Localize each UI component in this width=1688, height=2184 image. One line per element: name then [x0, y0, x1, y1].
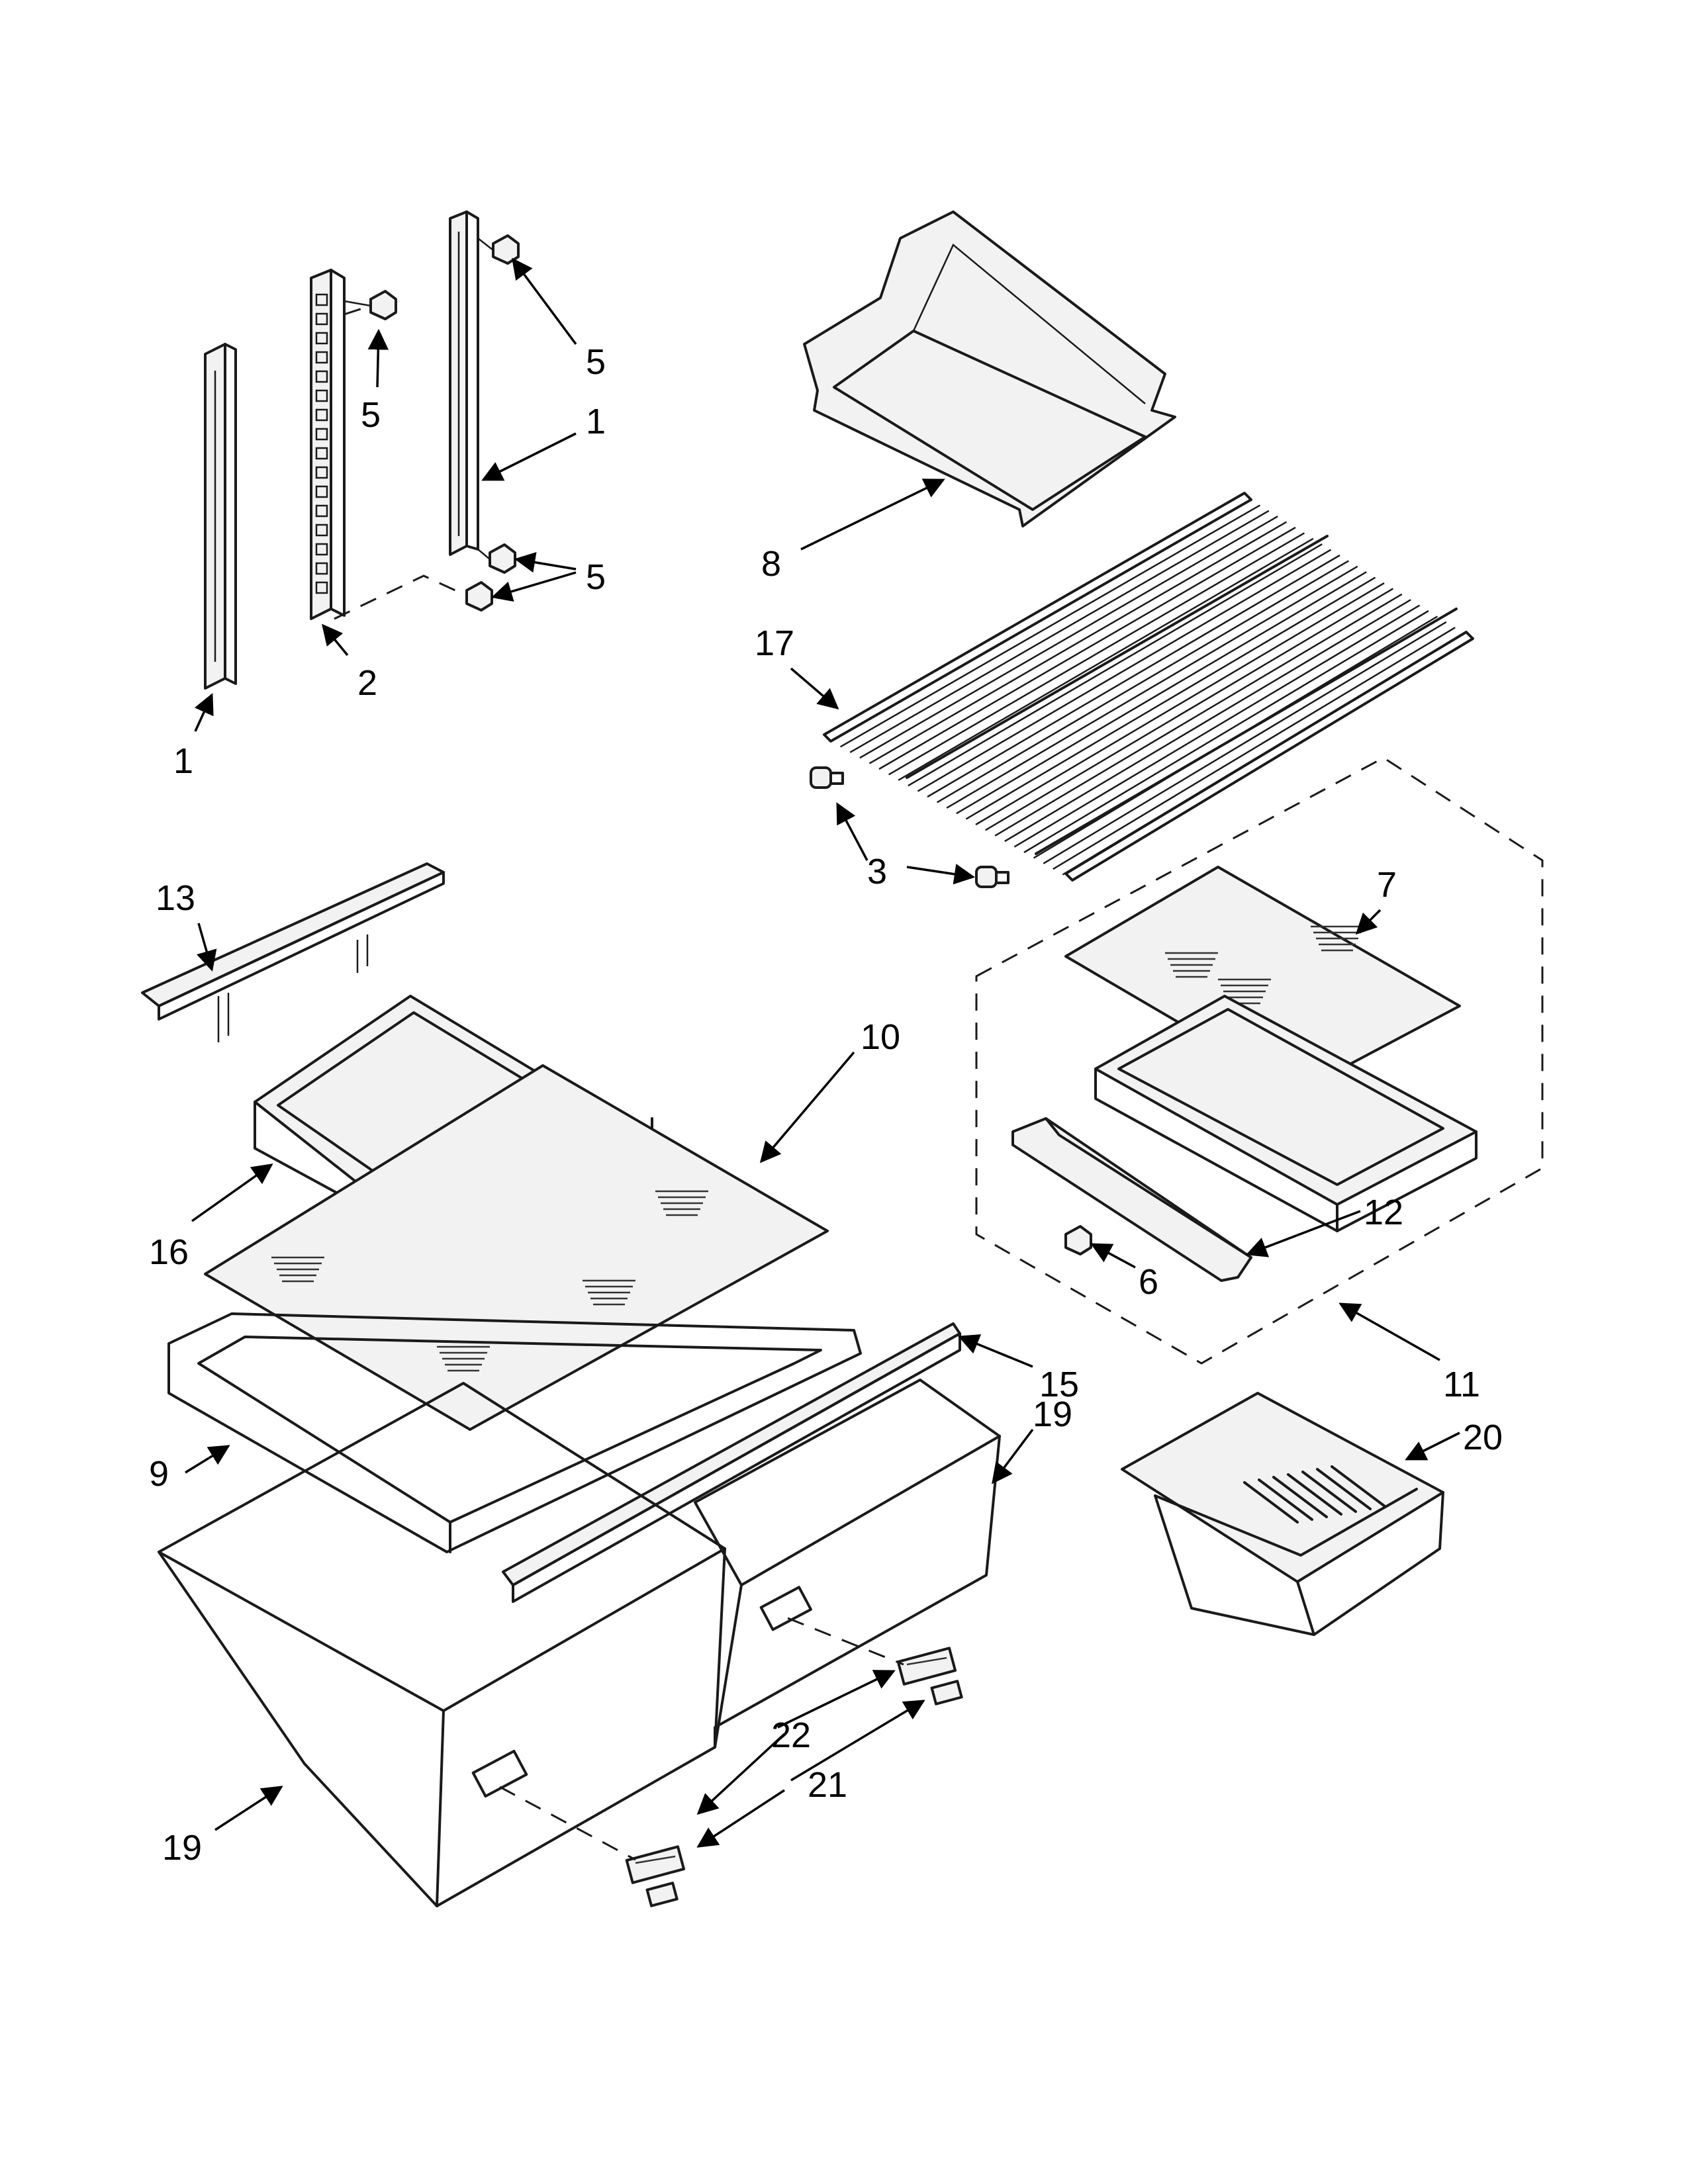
callout-label-20: 20: [1463, 1418, 1503, 1457]
shelf-pegs: [810, 766, 1009, 888]
shelf-frame-small: [1094, 995, 1477, 1232]
callout-label-1: 1: [173, 741, 193, 781]
screw-icon: [477, 234, 520, 265]
callout-leaders: [185, 257, 1460, 1848]
callout-label-19: 19: [1033, 1394, 1072, 1434]
clip-icon: [645, 1882, 679, 1907]
shelf-support-rail-left: [204, 343, 237, 690]
crisper-cover-frame: [167, 1312, 862, 1553]
callout-label-11: 10: [861, 1017, 900, 1057]
peg-icon: [975, 866, 1009, 888]
screw-icon: [465, 581, 493, 612]
drawer-clips: [499, 1617, 963, 1907]
callout-label-21: 21: [808, 1765, 847, 1805]
callout-label-3: 3: [867, 852, 887, 891]
screw-icon: [344, 290, 397, 320]
peg-icon: [810, 766, 844, 789]
callout-label-6: 6: [1139, 1262, 1158, 1302]
small-drawer: [1121, 1392, 1444, 1636]
callout-label-9: 9: [149, 1454, 169, 1494]
clip-icon: [896, 1647, 957, 1686]
callout-label-16: 16: [149, 1232, 189, 1272]
callout-label-15: 15: [1039, 1365, 1079, 1404]
control-bar: [141, 862, 445, 1042]
screw-icon: [1064, 1225, 1092, 1255]
wire-shelf: [823, 492, 1474, 882]
callout-label-17: 17: [755, 623, 794, 663]
crisper-drawer-left: [158, 1382, 726, 1907]
callout-label-12: 12: [1364, 1193, 1403, 1232]
callout-label-1: 1: [586, 402, 606, 441]
callout-label-13: 13: [156, 878, 195, 918]
callout-label-10: 11: [1443, 1365, 1480, 1404]
shelf-ladder-rail: [310, 269, 346, 620]
callout-label-22: 22: [771, 1715, 811, 1755]
callout-label-7: 7: [1377, 865, 1397, 905]
callout-label-8: 8: [761, 544, 781, 584]
screws: [334, 234, 520, 620]
callout-label-19: 19: [162, 1828, 202, 1868]
screw-icon: [477, 543, 516, 574]
clip-icon: [930, 1680, 963, 1706]
shelf-support-rail-right: [449, 210, 479, 556]
callout-label-2: 2: [357, 663, 377, 703]
callout-label-5: 5: [586, 557, 606, 597]
callout-labels: 1 2 5 5 1 5 8 17 3 7 12 6 11 20 13 16 10…: [149, 342, 1503, 1868]
shelf-assembly-outline: [975, 756, 1544, 1365]
storage-bin: [803, 210, 1176, 527]
callout-label-5: 5: [361, 395, 381, 435]
callout-label-5: 5: [586, 342, 606, 382]
shelf-bracket: [1011, 1117, 1252, 1282]
clip-icon: [625, 1845, 686, 1884]
